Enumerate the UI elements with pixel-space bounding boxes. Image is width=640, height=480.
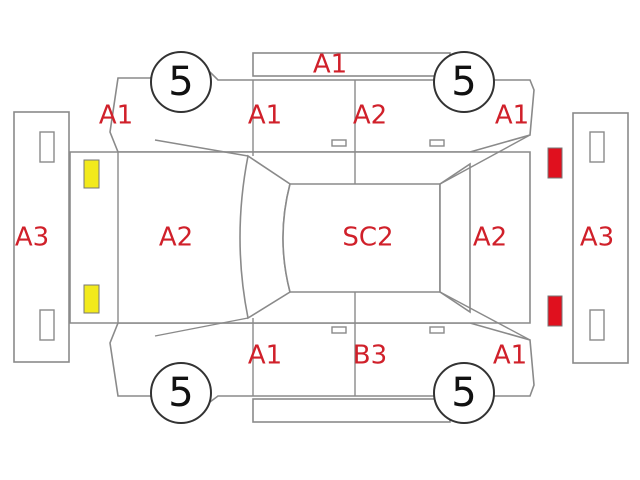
label-front-bumper: A3	[15, 223, 49, 253]
wheel-front-right: 5	[150, 362, 212, 424]
label-rear-bumper: A3	[580, 223, 614, 253]
right-mirror-line	[154, 317, 249, 337]
label-front-left-corner: A1	[99, 101, 133, 131]
rear-left-line	[439, 134, 531, 185]
rear-bumper	[572, 112, 629, 364]
top-side-strip	[252, 52, 451, 77]
rear-bumper-detail-top	[589, 131, 605, 163]
wheel-rear-right: 5	[433, 362, 495, 424]
roof-panel	[282, 183, 441, 293]
label-rear-left-corner: A1	[495, 101, 529, 131]
wheel-front-left: 5	[150, 51, 212, 113]
left-mirror-line	[154, 139, 249, 157]
door-handle-bottom-2	[429, 326, 445, 334]
label-roof-center: SC2	[342, 223, 393, 253]
label-rear-left-door: A2	[353, 101, 387, 131]
door-handle-top-1	[331, 139, 347, 147]
label-trunk: A2	[473, 223, 507, 253]
label-rear-right-door: B3	[353, 341, 387, 371]
front-bumper-detail-bottom	[39, 309, 55, 341]
label-roof: A1	[313, 50, 347, 80]
label-front-left-pillar: A1	[248, 101, 282, 131]
door-handle-top-2	[429, 139, 445, 147]
wheel-rear-right-count: 5	[451, 370, 476, 416]
wheel-front-right-count: 5	[168, 370, 193, 416]
wheel-rear-left-count: 5	[451, 59, 476, 105]
rear-bumper-detail-bottom	[589, 309, 605, 341]
taillamp-left	[547, 147, 563, 179]
label-rear-right-corner: A1	[493, 341, 527, 371]
bottom-side-strip	[252, 398, 451, 423]
front-bumper	[13, 111, 70, 363]
label-hood: A2	[159, 223, 193, 253]
rear-window	[439, 162, 471, 314]
right-side-profile	[109, 322, 535, 403]
wheel-front-left-count: 5	[168, 59, 193, 105]
headlamp-right	[83, 284, 100, 314]
label-front-right-pillar: A1	[248, 341, 282, 371]
taillamp-right	[547, 295, 563, 327]
headlamp-left	[83, 159, 100, 189]
door-handle-bottom-1	[331, 326, 347, 334]
front-bumper-detail-top	[39, 131, 55, 163]
rear-right-line	[439, 291, 531, 341]
wheel-rear-left: 5	[433, 51, 495, 113]
